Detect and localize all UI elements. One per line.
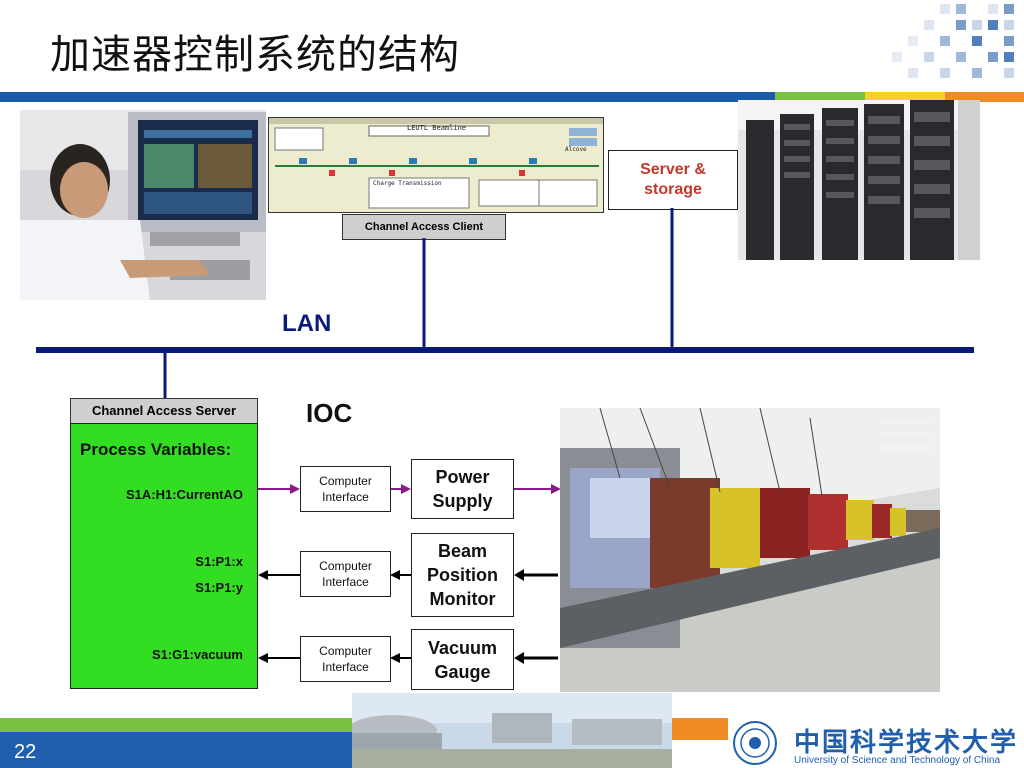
university-branding: 中国科学技术大学 University of Science and Techn… [728, 718, 1024, 768]
footer-orange-accent [672, 718, 728, 740]
lan-label: LAN [282, 310, 332, 337]
ioc-label: IOC [306, 398, 353, 428]
pv-vacuum: S1:G1:vacuum [151, 647, 243, 662]
decorative-mosaic [880, 0, 1024, 92]
arrow-bpm-to-interface [390, 570, 400, 580]
arrow-gauge-to-interface [390, 653, 400, 663]
channel-access-client-label: Channel Access Client [342, 214, 506, 240]
screen-title: LEUTL Beamline [407, 124, 467, 132]
control-screen: LEUTL Beamline Alcove Charge Transmissio… [268, 117, 604, 213]
page-number: 22 [14, 741, 37, 763]
accelerator-tunnel-photo [560, 408, 940, 692]
screen-section: Alcove [565, 146, 587, 153]
arrow-power-to-magnet [551, 484, 561, 494]
university-name-en: University of Science and Technology of … [794, 755, 1001, 766]
arrow-interface-to-power [401, 484, 411, 494]
university-name-cn: 中国科学技术大学 [794, 728, 1019, 758]
pv-bpm-y: S1:P1:y [195, 580, 243, 595]
process-variables-heading: Process Variables: [80, 440, 232, 459]
arrow-beam-to-bpm [514, 569, 524, 581]
university-seal-icon [733, 721, 777, 765]
arrow-beam-to-gauge [514, 652, 524, 664]
server-storage-label: Server & storage [608, 150, 738, 210]
pv-current: S1A:H1:CurrentAO [125, 487, 243, 502]
server-rack-photo [738, 100, 980, 260]
screen-panel: Charge Transmission [373, 180, 442, 187]
arrow-gauge-interface-to-pv [258, 653, 268, 663]
header-bar [0, 92, 1024, 102]
operator-workstation-photo [20, 110, 266, 300]
channel-access-server-label: Channel Access Server [70, 398, 258, 424]
footer-accent [0, 718, 352, 732]
arrow-pv-to-interface [290, 484, 300, 494]
pv-bpm-x: S1:P1:x [195, 554, 243, 569]
process-variables-panel: Process Variables: S1A:H1:CurrentAO S1:P… [70, 423, 258, 689]
campus-photo [352, 693, 672, 768]
arrow-bpm-interface-to-pv [258, 570, 268, 580]
slide-title: 加速器控制系统的结构 [50, 32, 460, 78]
